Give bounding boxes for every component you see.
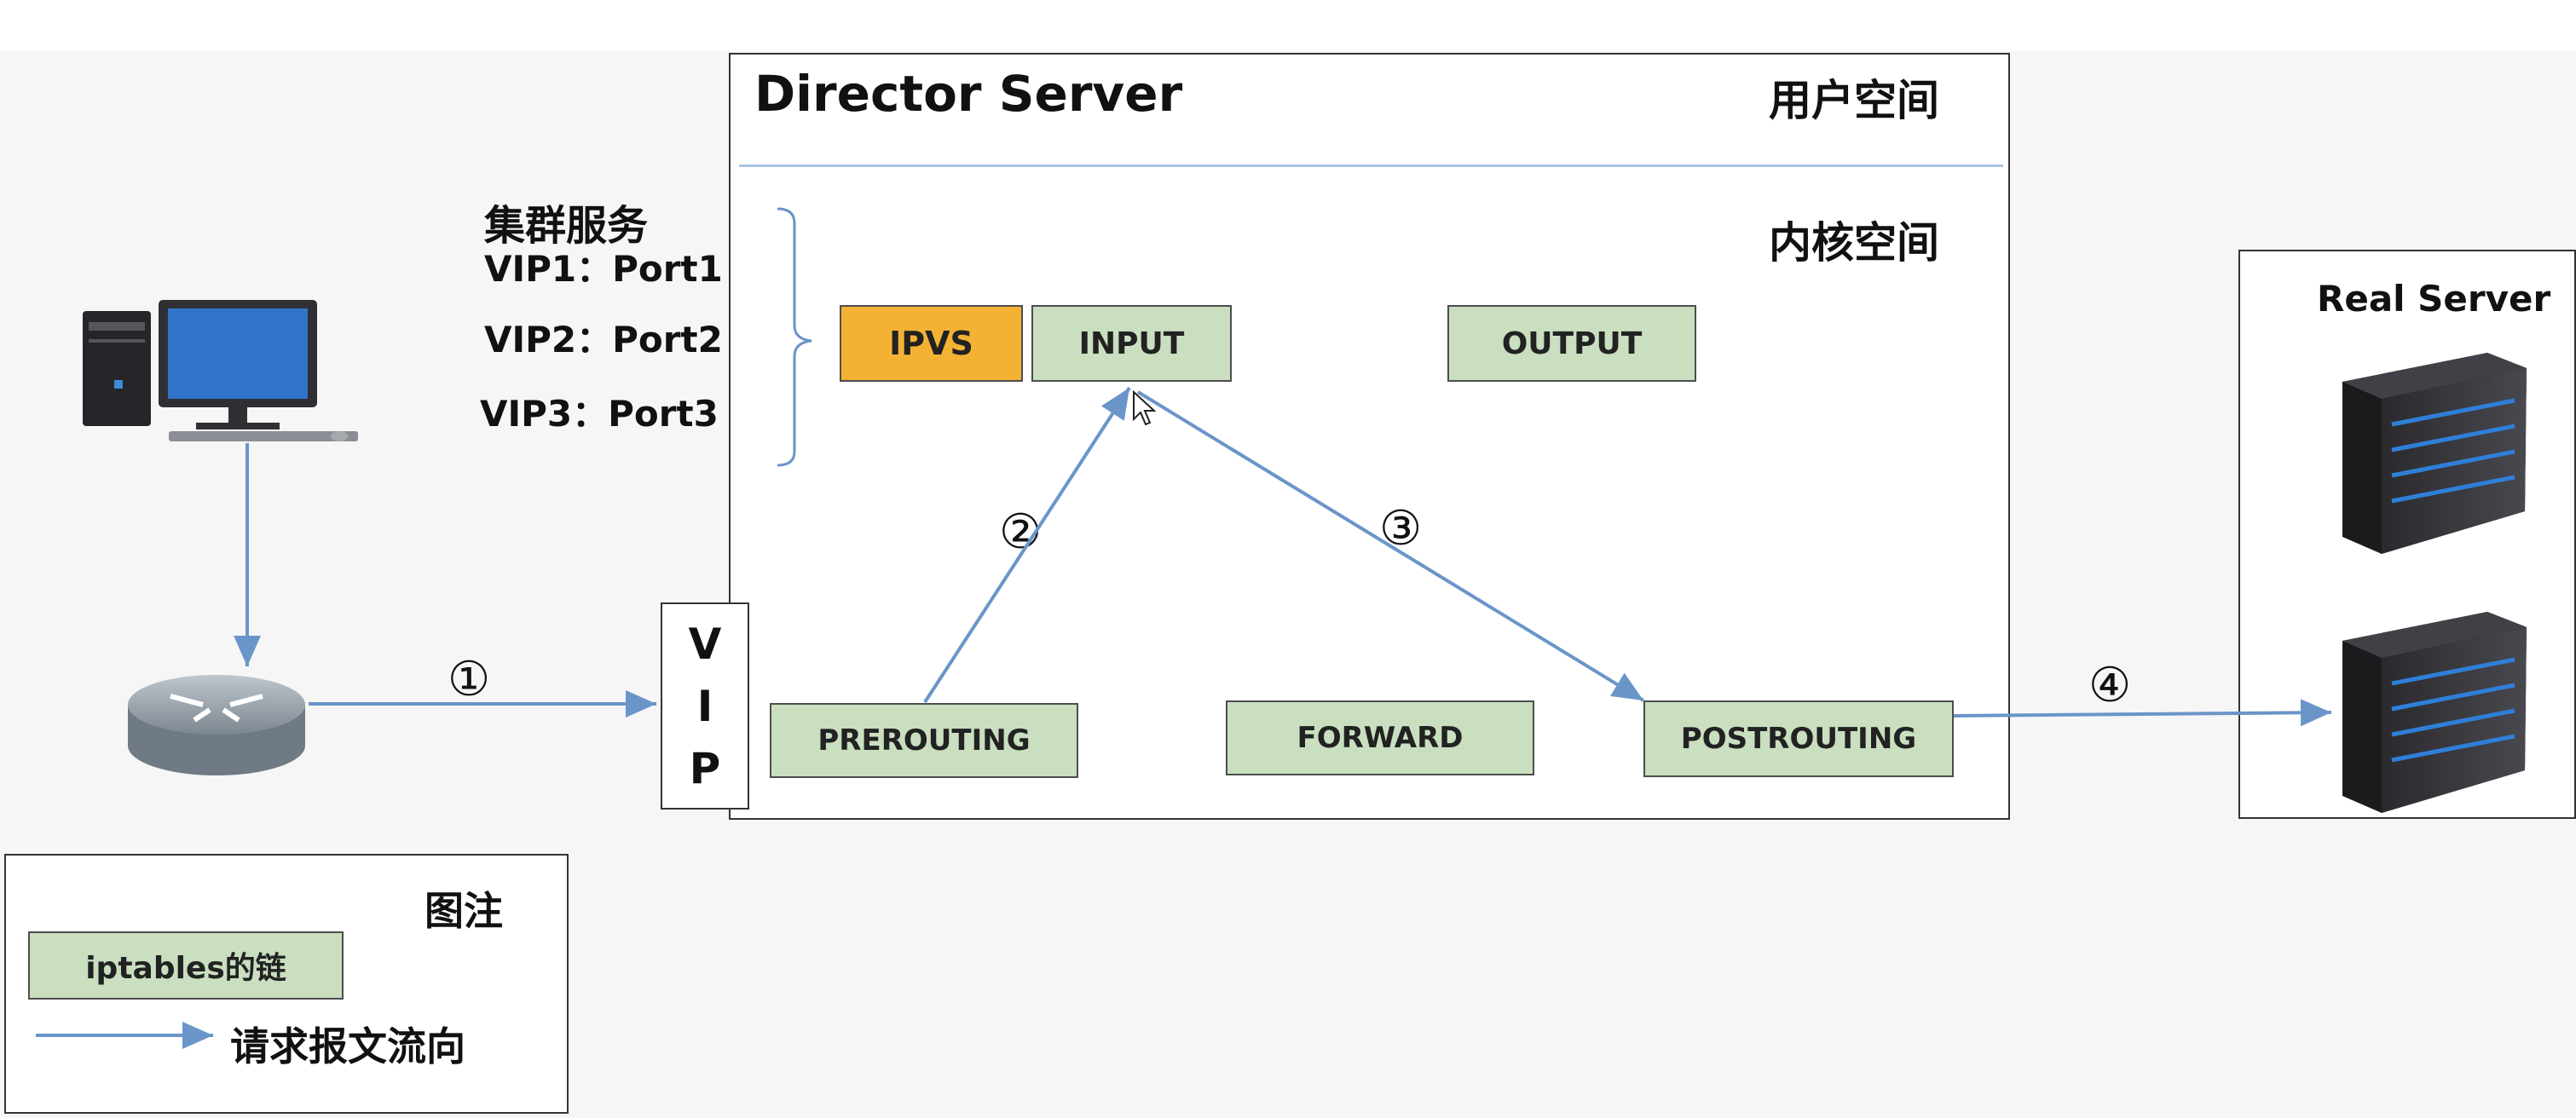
- legend-chain-sample: iptables的链: [28, 931, 344, 1000]
- step-4-label: ④: [2088, 658, 2132, 713]
- chain-forward: FORWARD: [1226, 700, 1534, 775]
- client-pc-icon: [83, 300, 358, 441]
- ipvs-box: IPVS: [840, 305, 1023, 382]
- director-server-box: [729, 53, 2010, 820]
- real-server-title: Real Server: [2317, 278, 2551, 320]
- arrow-step-3: [1136, 390, 1645, 702]
- real-server-icon-1: [2342, 353, 2527, 554]
- space-divider: [739, 164, 2003, 167]
- vip-letter-i: I: [696, 681, 713, 731]
- top-band: [0, 0, 2576, 51]
- chain-postrouting: POSTROUTING: [1643, 700, 1954, 777]
- chain-output: OUTPUT: [1447, 305, 1696, 382]
- cluster-services-heading: 集群服务: [484, 202, 649, 250]
- vip-box: V I P: [661, 602, 749, 810]
- cluster-service-2: VIP2：Port2: [484, 319, 723, 360]
- mouse-cursor-icon: [1133, 389, 1157, 426]
- user-space-label: 用户空间: [1769, 76, 1939, 125]
- legend-title: 图注: [425, 888, 503, 934]
- chain-input: INPUT: [1031, 305, 1232, 382]
- router-icon: [128, 675, 305, 775]
- vip-letter-p: P: [689, 743, 721, 793]
- cluster-service-3: VIP3：Port3: [480, 393, 719, 435]
- vip-letter-v: V: [688, 619, 722, 669]
- arrow-step-4: [1953, 699, 2332, 727]
- step-3-label: ③: [1379, 501, 1423, 556]
- arrow-step-2: [923, 386, 1131, 704]
- cluster-service-1: VIP1：Port1: [484, 248, 723, 290]
- step-1-label: ①: [448, 652, 491, 707]
- cluster-bracket: [777, 207, 812, 467]
- director-server-title: Director Server: [754, 65, 1183, 123]
- chain-prerouting: PREROUTING: [770, 703, 1078, 778]
- legend-arrow-label: 请求报文流向: [230, 1023, 465, 1069]
- kernel-space-label: 内核空间: [1769, 218, 1939, 268]
- real-server-icon-2: [2342, 612, 2527, 813]
